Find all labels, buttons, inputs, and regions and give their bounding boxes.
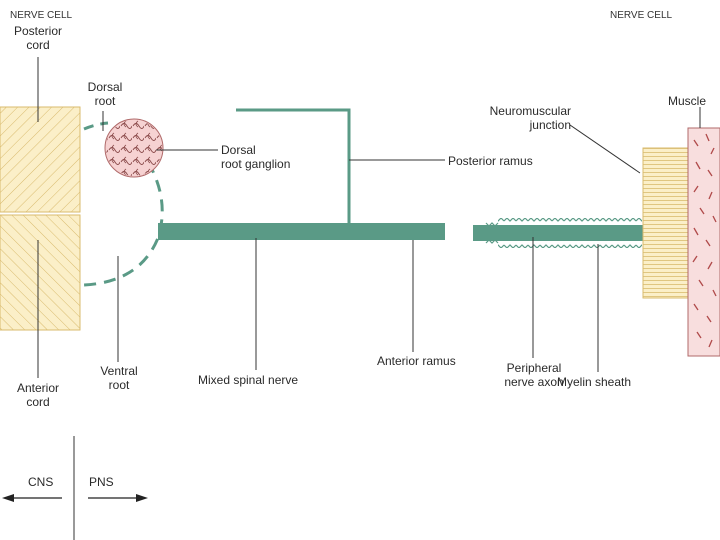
header-right-label: NERVE CELL [610, 10, 673, 21]
mixed-spinal-nerve-shape [158, 223, 445, 240]
dorsal-root-ganglion-label: Dorsal root ganglion [221, 143, 291, 171]
muscle-label: Muscle [668, 94, 707, 108]
anterior-cord-label: Anterior cord [16, 381, 60, 409]
posterior-cord-label: Posterior cord [13, 24, 63, 52]
peripheral-nerve-axon-label: Peripheral nerve axon [504, 361, 564, 389]
posterior-ramus-label: Posterior ramus [448, 154, 533, 168]
ventral-root-shape [83, 161, 164, 287]
dorsal-root-shape [83, 121, 109, 131]
peripheral-axon-shape [473, 225, 643, 241]
muscle-shape [687, 127, 720, 357]
leader-lines [37, 57, 701, 540]
pns-label: PNS [89, 475, 114, 489]
ventral-root-label: Ventral root [100, 364, 138, 392]
direction-arrows [2, 494, 148, 502]
anterior-ramus-label: Anterior ramus [377, 354, 456, 368]
cns-label: CNS [28, 475, 54, 489]
spinal-cord [0, 106, 81, 331]
neuromuscular-junction-label: Neuromuscular junction [489, 104, 571, 132]
dorsal-root-label: Dorsal root [87, 80, 123, 108]
posterior-ramus-shape [236, 108, 351, 223]
mixed-spinal-nerve-label: Mixed spinal nerve [198, 373, 299, 387]
header-left-label: NERVE CELL [10, 10, 73, 21]
myelin-sheath-label: Myelin sheath [557, 375, 632, 389]
